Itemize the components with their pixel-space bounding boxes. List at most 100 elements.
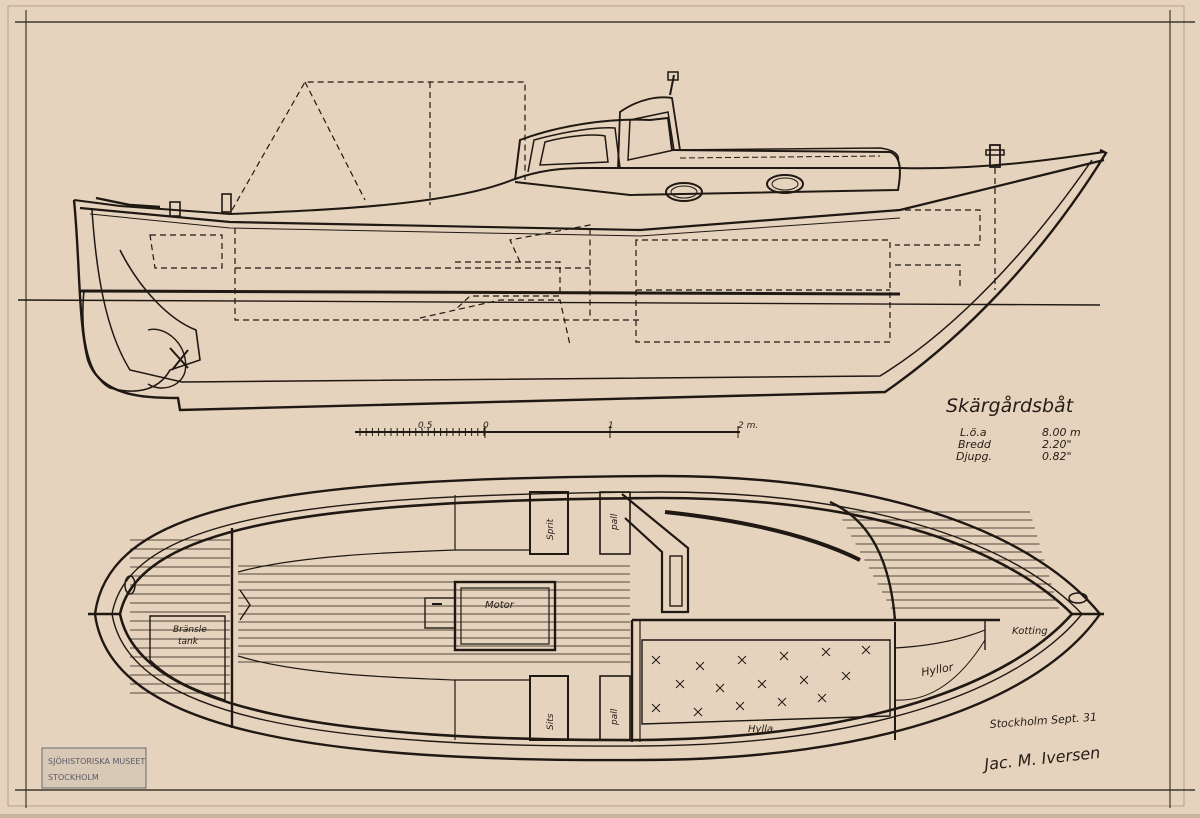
spec-label-beam: Bredd <box>958 438 992 451</box>
rudder-skeg <box>82 249 201 392</box>
propeller-icon <box>169 347 189 371</box>
cabin-roof <box>671 147 900 163</box>
forward-bunk <box>635 239 891 343</box>
motor-box-inner <box>460 587 550 645</box>
pall-box-bottom <box>599 675 631 741</box>
cushion-cross <box>715 683 725 693</box>
forepeak-shelf <box>895 209 981 246</box>
scale-ticks <box>359 426 739 438</box>
stern-fairlead-icon <box>124 575 136 595</box>
label-spirit: Sprit <box>546 518 556 540</box>
spec-table: L.ö.a 8.00 m Bredd 2.20" Djupg. 0.82" <box>956 426 1081 463</box>
engine-hatch <box>509 224 591 320</box>
propeller-aperture <box>147 328 187 389</box>
scale-label-one: 1 <box>608 421 614 431</box>
engine-outline <box>454 261 561 311</box>
stern-rail <box>95 196 161 209</box>
cushion-cross <box>841 671 851 681</box>
stern-cleat-icon <box>169 201 181 217</box>
roof-planking <box>679 155 881 159</box>
cushion-cross <box>799 675 809 685</box>
bunk-cushion <box>641 639 891 725</box>
cushion-cross <box>777 697 787 707</box>
deckhouse-front-window <box>527 127 621 173</box>
drawing-title: Skärgårdsbåt <box>946 394 1075 417</box>
wheel-shelter <box>621 493 690 614</box>
cushion-cross <box>695 661 705 671</box>
masthead-light-icon <box>667 71 679 81</box>
aft-deck-planking <box>130 539 230 694</box>
label-hyllor: Hyllor <box>920 660 955 679</box>
front-window-pane <box>539 134 609 166</box>
chain-locker <box>895 264 961 290</box>
forward-deck-planking <box>838 511 1059 609</box>
label-motor: Motor <box>485 600 515 611</box>
spec-label-draft: Djupg. <box>956 450 992 463</box>
load-waterline <box>79 289 901 296</box>
porthole-1-inner <box>670 185 698 199</box>
wheelhouse-window <box>627 111 675 161</box>
cushion-cross <box>693 707 703 717</box>
hidden-lines <box>149 81 996 346</box>
label-sits: Sits <box>546 713 556 730</box>
port-seat-edge <box>237 495 456 573</box>
shelf-curve <box>894 639 986 701</box>
awning-outline <box>231 81 526 211</box>
plan-labels: Motor Bränsle- tank Sprit pall Sits pall… <box>173 513 1048 735</box>
spec-value-beam: 2.20" <box>1042 438 1072 451</box>
wheelhouse <box>617 96 681 169</box>
shaft-line <box>419 299 571 346</box>
label-pall-top: pall <box>610 513 620 531</box>
cushion-cross <box>821 647 831 657</box>
cushion-cross <box>779 651 789 661</box>
bow-fairlead-icon <box>1068 592 1088 604</box>
cushion-cross <box>651 703 661 713</box>
stern-locker <box>149 234 223 269</box>
wheel-shelter-window <box>669 555 683 607</box>
cockpit-floor <box>234 228 640 321</box>
bow-bollard-icon <box>989 144 1001 168</box>
label-hylla: Hylla <box>748 724 773 735</box>
mast-stub <box>669 74 675 96</box>
cushion-tufting <box>651 645 871 717</box>
sheer-line <box>73 151 1105 216</box>
label-fuel-tank-2: tank <box>178 637 199 647</box>
scale-label-two: 2 m. <box>738 421 758 431</box>
spec-label-length: L.ö.a <box>960 426 987 439</box>
scale-label-zero: 0 <box>483 421 489 431</box>
cushion-cross <box>651 655 661 665</box>
cushion-cross <box>817 693 827 703</box>
stern-bollard-icon <box>221 193 232 213</box>
spec-value-draft: 0.82" <box>1042 450 1072 463</box>
plan-view <box>88 474 1104 762</box>
paper-edge <box>7 5 1185 807</box>
waterline <box>17 299 1101 306</box>
hull-inner-line <box>91 159 1093 383</box>
shelf-edge <box>894 629 986 649</box>
stamp-line-2: STOCKHOLM <box>48 773 99 782</box>
cushion-cross <box>735 701 745 711</box>
port-coaming <box>664 510 861 562</box>
cushion-cross <box>737 655 747 665</box>
steering-arrow-icon <box>239 589 251 621</box>
cushion-cross <box>757 679 767 689</box>
label-fuel-tank-1: Bränsle- <box>173 625 210 635</box>
archive-stamp: SJÖHISTORISKA MUSEET STOCKHOLM <box>41 747 147 789</box>
porthole-1-icon <box>665 182 703 202</box>
gearbox <box>424 597 456 629</box>
strake-lower <box>89 213 901 237</box>
stamp-box <box>41 747 147 789</box>
hull-outline <box>72 148 1108 412</box>
cushion-cross <box>675 679 685 689</box>
awning-stay <box>304 81 366 201</box>
spec-value-length: 8.00 m <box>1042 426 1081 439</box>
fuel-tank <box>149 615 226 701</box>
side-profile-view <box>17 71 1108 412</box>
bow-bollard-cap <box>985 149 1005 156</box>
stamp-line-1: SJÖHISTORISKA MUSEET <box>48 756 145 766</box>
rubbing-strake <box>79 158 1105 232</box>
porthole-2-inner <box>771 177 799 191</box>
scale-label-half: 0.5 <box>418 421 433 431</box>
